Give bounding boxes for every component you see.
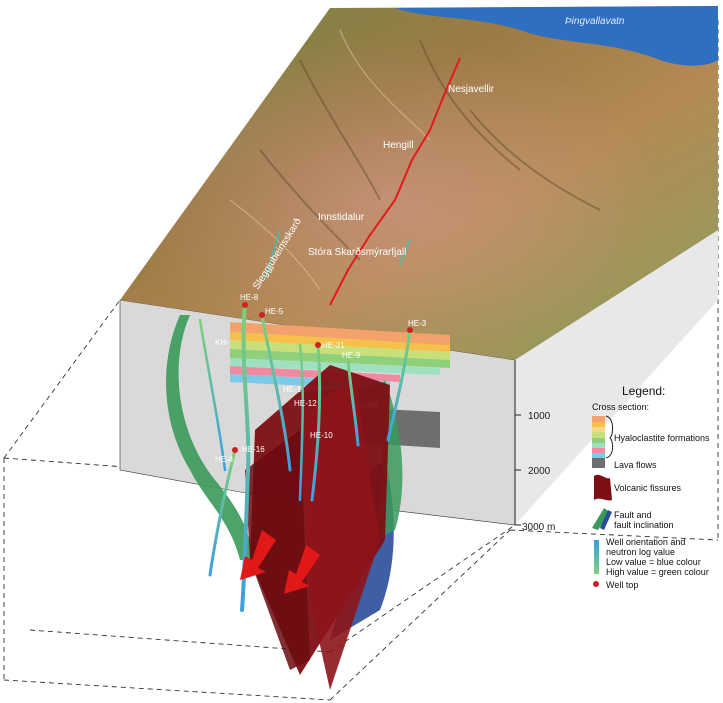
legend-fault-line1: Fault and bbox=[614, 510, 652, 520]
fault-green-left bbox=[166, 315, 251, 560]
well-label-he12: HE-12 bbox=[294, 399, 317, 408]
legend-well-line2: neutron log value bbox=[606, 547, 676, 557]
legend-well-swatch bbox=[594, 540, 599, 574]
legend-lava: Lava flows bbox=[614, 460, 657, 470]
fault-inclination-arrows bbox=[240, 530, 320, 594]
legend-well-top-swatch bbox=[593, 581, 599, 587]
well-label-he3: HE-3 bbox=[408, 319, 427, 328]
legend-well-line1: Well orientation and bbox=[606, 537, 686, 547]
label-lake: Þingvallavatn bbox=[565, 16, 625, 27]
well-label-he9: HE-9 bbox=[342, 351, 361, 360]
fissure-trace-red bbox=[329, 57, 461, 306]
legend-cross-section: Cross section: bbox=[592, 402, 650, 412]
terrain-surface bbox=[120, 6, 718, 360]
well-label-he8: HE-8 bbox=[240, 293, 259, 302]
label-stora: Stóra Skarðsmýrarfjall bbox=[308, 246, 406, 258]
depth-3000: 3000 m bbox=[522, 522, 555, 533]
wells bbox=[198, 302, 413, 612]
depth-1000: 1000 bbox=[528, 411, 551, 422]
legend-fault-swatch bbox=[592, 508, 610, 530]
well-labels: HE-8 HE-5 HE-3 KH- HE-21 HE-9 HE-1 HE-12… bbox=[215, 293, 427, 464]
legend-fault-line2: fault inclination bbox=[614, 520, 674, 530]
well-label-he10: HE-10 bbox=[310, 431, 333, 440]
lake bbox=[395, 6, 718, 66]
legend-title: Legend: bbox=[622, 384, 666, 398]
legend-volcanic-swatch bbox=[594, 474, 612, 501]
well-label-kh: KH- bbox=[215, 338, 229, 347]
volcanic-fissures bbox=[245, 365, 390, 690]
well-label-he21: HE-21 bbox=[322, 341, 345, 350]
legend-swatches bbox=[592, 415, 614, 587]
well-label-he5: HE-5 bbox=[265, 307, 284, 316]
label-nesjavellir: Nesjavellir bbox=[448, 84, 495, 95]
well-label-he4: HE-4 bbox=[215, 455, 234, 464]
legend-well-line4: High value = green colour bbox=[606, 567, 709, 577]
depth-2000: 2000 bbox=[528, 466, 551, 477]
legend-well-top: Well top bbox=[606, 580, 639, 590]
legend-well-line3: Low value = blue colour bbox=[606, 557, 701, 567]
legend-volcanic: Volcanic fissures bbox=[614, 483, 682, 493]
label-hengill: Hengill bbox=[383, 140, 414, 151]
well-label-he1: HE-1 bbox=[283, 385, 302, 394]
depth-scale: 1000 2000 3000 m bbox=[514, 360, 555, 533]
legend-hyaloclastite: Hyaloclastite formations bbox=[614, 433, 710, 443]
label-innstidalur: Innstidalur bbox=[318, 212, 365, 223]
legend-brace bbox=[605, 415, 614, 459]
well-label-he16: HE-16 bbox=[242, 445, 265, 454]
